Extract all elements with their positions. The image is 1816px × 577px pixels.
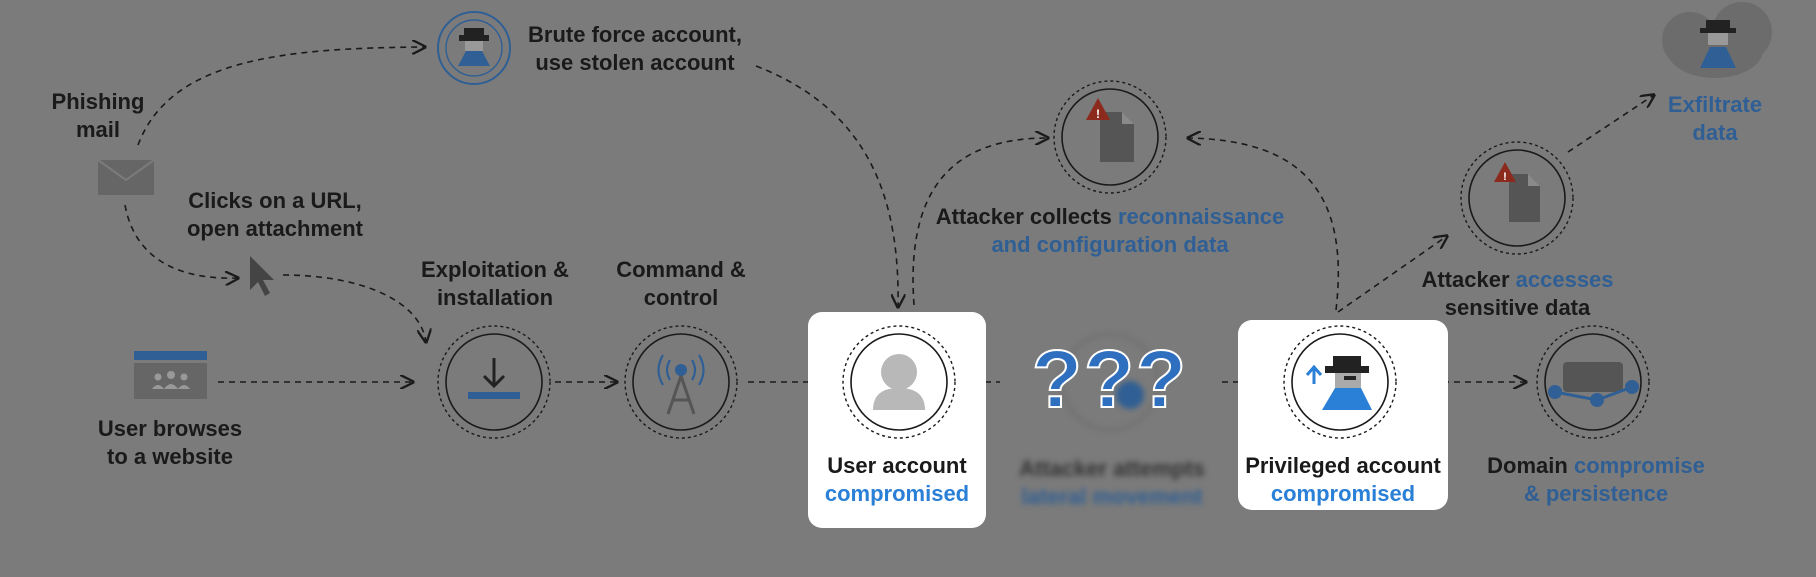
clicks-url-label: Clicks on a URL, open attachment xyxy=(186,188,364,241)
download-icon xyxy=(437,325,551,439)
lateral-movement-label: Attacker attempts lateral movement xyxy=(1019,456,1205,509)
bruteforce-hacker-icon xyxy=(437,11,511,85)
lateral-movement-icon xyxy=(1061,333,1159,431)
question-marks: ??? xyxy=(1031,334,1189,426)
arrow-click-to-exploit xyxy=(282,274,426,342)
envelope-icon xyxy=(97,159,155,195)
domain-compromise-label: Domain compromise & persistence xyxy=(1487,453,1705,506)
privileged-account-label: Privileged account compromised xyxy=(1245,453,1441,506)
sensitive-document-icon: ! xyxy=(1460,141,1574,255)
phishing-mail-label: Phishing mail xyxy=(51,89,145,142)
command-control-label: Command & control xyxy=(616,257,746,310)
user-account-label: User account compromised xyxy=(824,453,970,506)
attacker-collects-label: Attacker collects reconnaissance and con… xyxy=(935,204,1285,257)
svg-text:!: ! xyxy=(1503,171,1507,183)
accesses-sensitive-label: Attacker accesses sensitive data xyxy=(1421,267,1614,320)
arrow-privileged-to-recon xyxy=(1188,138,1340,311)
svg-text:!: ! xyxy=(1096,107,1100,121)
user-avatar-icon xyxy=(842,325,956,439)
brute-force-label: Brute force account, use stolen account xyxy=(528,22,742,75)
exploitation-label: Exploitation & installation xyxy=(421,257,569,310)
browser-icon xyxy=(134,351,207,399)
antenna-icon xyxy=(624,325,738,439)
cursor-icon xyxy=(250,256,274,296)
arrow-user-to-recon xyxy=(912,138,1048,306)
arrow-phishing-to-click xyxy=(124,204,238,278)
domain-network-icon xyxy=(1536,325,1650,439)
cloud-hacker-icon xyxy=(1662,2,1772,78)
arrow-bruteforce-to-user xyxy=(755,65,898,307)
arrow-phishing-to-bruteforce xyxy=(137,47,425,146)
arrow-privileged-to-sensitive xyxy=(1337,236,1447,313)
privileged-hacker-icon xyxy=(1283,325,1397,439)
user-browses-label: User browses to a website xyxy=(97,416,243,469)
warning-document-icon: ! xyxy=(1053,80,1167,194)
exfiltrate-label: Exfiltrate data xyxy=(1667,92,1763,145)
